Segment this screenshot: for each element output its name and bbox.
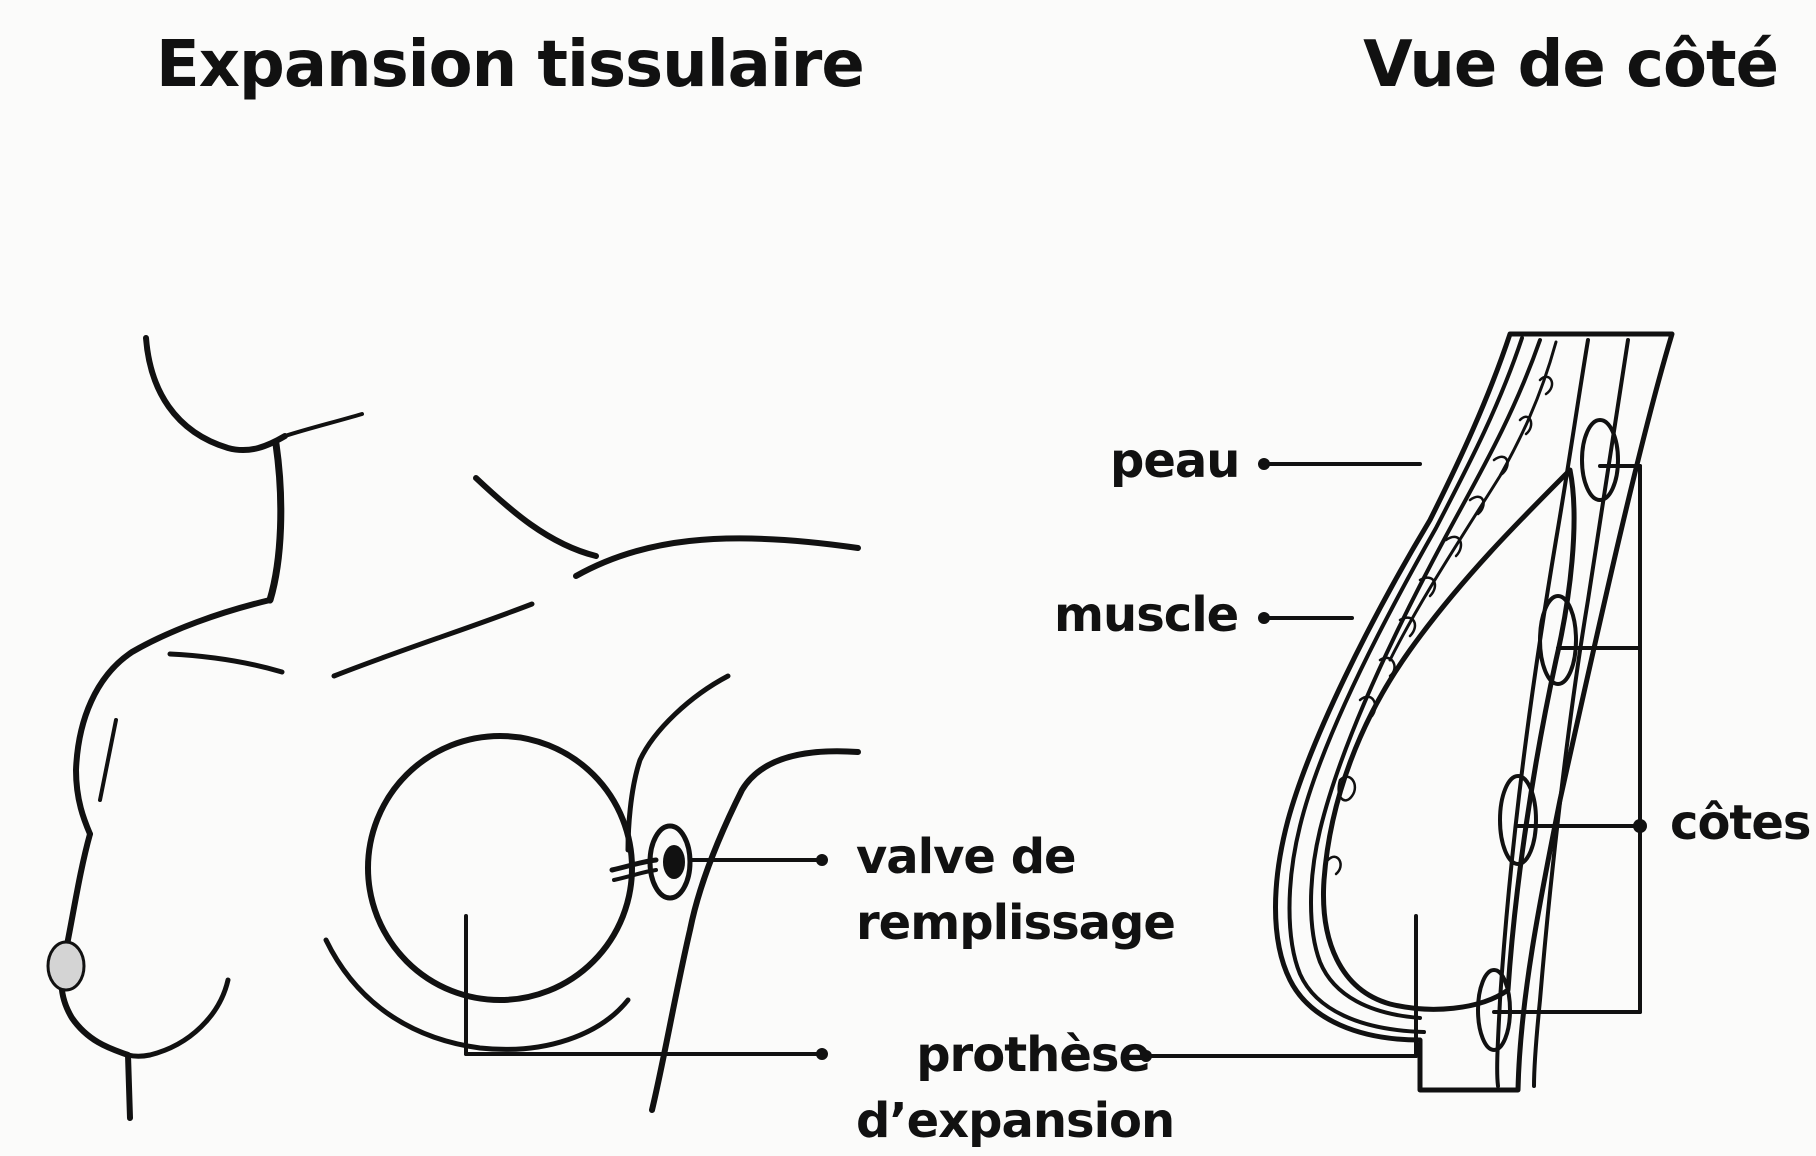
torso-outline — [48, 338, 858, 1118]
muscle-label: muscle — [1054, 582, 1238, 648]
fill-valve-core — [664, 846, 684, 878]
right-shoulder-line — [576, 538, 858, 576]
collarbone-right — [334, 604, 532, 676]
neck-line — [270, 444, 281, 600]
shoulder-line — [76, 600, 270, 834]
valve-label: valve de remplissage — [856, 824, 1175, 956]
cotes-label: côtes — [1670, 790, 1811, 856]
collarbone-left — [170, 654, 282, 672]
rib — [1582, 420, 1618, 500]
valve-label-line1: valve de — [856, 824, 1175, 890]
prothese-label-line2: d’expansion — [856, 1088, 1174, 1154]
trapezius-line — [476, 478, 596, 556]
leader-lines-front — [466, 854, 828, 1060]
chin-line — [146, 338, 285, 450]
lower-skin-curve — [326, 940, 628, 1049]
valve-label-line2: remplissage — [856, 890, 1175, 956]
prothese-label: prothèse d’expansion — [856, 1022, 1174, 1154]
nipple — [48, 942, 84, 990]
armpit-line — [628, 676, 728, 850]
prothese-label-line1: prothèse — [856, 1022, 1174, 1088]
expander-balloon — [368, 736, 632, 1000]
side-view-cross-section — [1276, 334, 1673, 1090]
peau-label: peau — [1110, 428, 1239, 494]
